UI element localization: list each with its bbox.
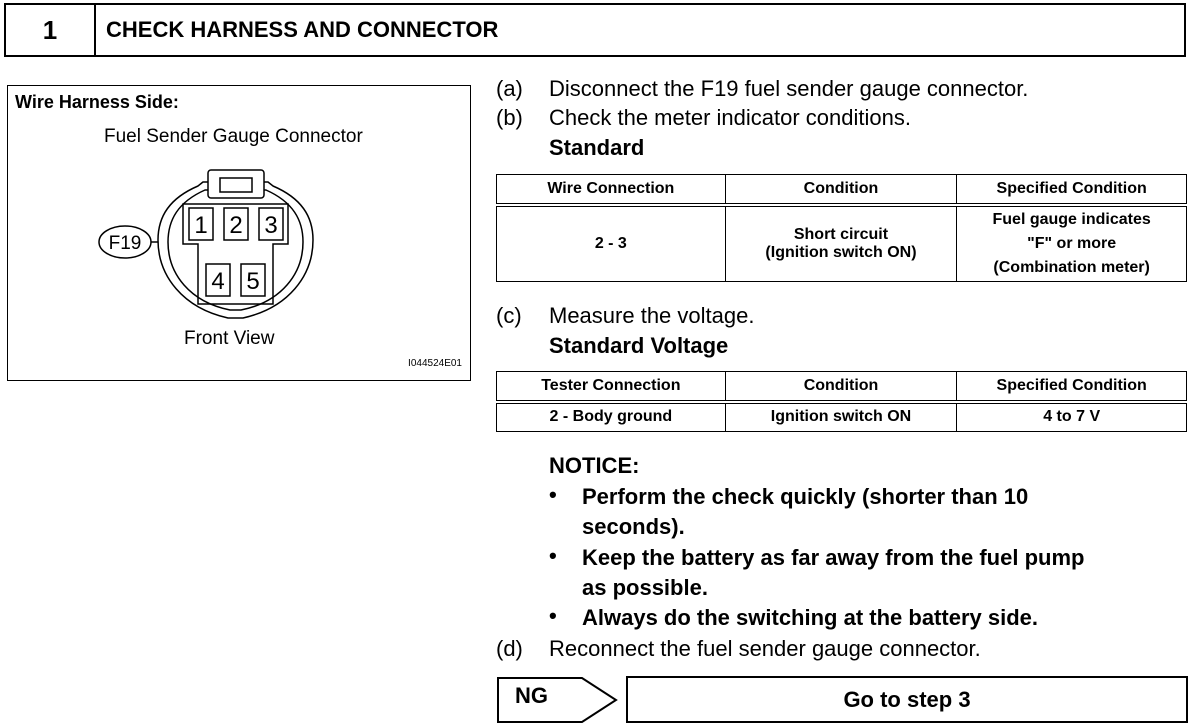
connector-figure: Wire Harness Side: Fuel Sender Gauge Con… (7, 85, 471, 381)
step-header: 1 CHECK HARNESS AND CONNECTOR (4, 3, 1186, 57)
step-number: 1 (6, 5, 96, 55)
table-cell: 2 - Body ground (496, 401, 726, 432)
bullet-dot: • (549, 482, 557, 507)
table-cell: 2 - 3 (496, 204, 726, 282)
column-header: Tester Connection (496, 371, 726, 404)
standard-voltage-heading: Standard Voltage (549, 333, 729, 358)
connector-shell (157, 181, 314, 319)
notice-line: Always do the switching at the battery s… (582, 605, 1038, 630)
step-label: (b) (496, 105, 523, 130)
column-header: Condition (724, 371, 958, 404)
pin-label: 5 (246, 268, 259, 295)
notice-line: Perform the check quickly (shorter than … (582, 484, 1029, 509)
step-text: Check the meter indicator conditions. (549, 105, 911, 130)
notice-text: Always do the switching at the battery s… (582, 603, 1182, 633)
pin-label: 3 (264, 212, 277, 239)
step-text: Measure the voltage. (549, 303, 755, 328)
table-cell: Short circuit (Ignition switch ON) (724, 204, 958, 282)
cell-line: (Combination meter) (993, 258, 1150, 276)
standard-heading: Standard (549, 135, 645, 160)
goto-step-box: Go to step 3 (626, 676, 1188, 723)
standard-table: Wire Connection Condition Specified Cond… (496, 174, 1187, 282)
notice-line: Keep the battery as far away from the fu… (582, 545, 1085, 570)
column-header: Condition (724, 174, 958, 207)
step-text: Reconnect the fuel sender gauge connecto… (549, 636, 981, 661)
step-label: (d) (496, 636, 523, 661)
step-label: (c) (496, 303, 522, 328)
table-cell: Fuel gauge indicates "F" or more (Combin… (956, 204, 1187, 282)
cell-line: Short circuit (793, 225, 889, 243)
column-header: Specified Condition (956, 174, 1187, 207)
table-row: 2 - Body ground Ignition switch ON 4 to … (496, 401, 1187, 432)
table-cell: Ignition switch ON (724, 401, 958, 432)
ng-label: NG (515, 683, 548, 708)
notice-line: seconds). (582, 514, 685, 539)
step-title: CHECK HARNESS AND CONNECTOR (106, 17, 499, 42)
view-label: Front View (184, 328, 275, 349)
notice-heading: NOTICE: (549, 453, 640, 478)
figure-subtitle: Fuel Sender Gauge Connector (104, 126, 363, 147)
pin-label: 4 (211, 268, 224, 295)
arrow-icon (497, 677, 618, 723)
step-text: Disconnect the F19 fuel sender gauge con… (549, 76, 1029, 101)
voltage-table: Tester Connection Condition Specified Co… (496, 371, 1187, 432)
column-header: Specified Condition (956, 371, 1187, 404)
cell-line: Fuel gauge indicates (992, 210, 1151, 228)
cell-line: "F" or more (1027, 234, 1117, 252)
notice-text: Keep the battery as far away from the fu… (582, 543, 1182, 603)
table-cell: 4 to 7 V (956, 401, 1187, 432)
figure-code: I044524E01 (408, 358, 462, 369)
bullet-dot: • (549, 543, 557, 568)
cell-line: (Ignition switch ON) (765, 243, 917, 261)
step-label: (a) (496, 76, 523, 101)
table-row: 2 - 3 Short circuit (Ignition switch ON)… (496, 204, 1187, 282)
pin-label: 1 (194, 212, 207, 239)
connector-drawing: F19 1 2 3 4 5 (98, 169, 314, 319)
notice-text: Perform the check quickly (shorter than … (582, 482, 1182, 542)
connector-id-label: F19 (109, 233, 142, 254)
column-header: Wire Connection (496, 174, 726, 207)
notice-line: as possible. (582, 575, 708, 600)
bullet-dot: • (549, 603, 557, 628)
pin-label: 2 (229, 212, 242, 239)
figure-title: Wire Harness Side: (15, 92, 179, 112)
